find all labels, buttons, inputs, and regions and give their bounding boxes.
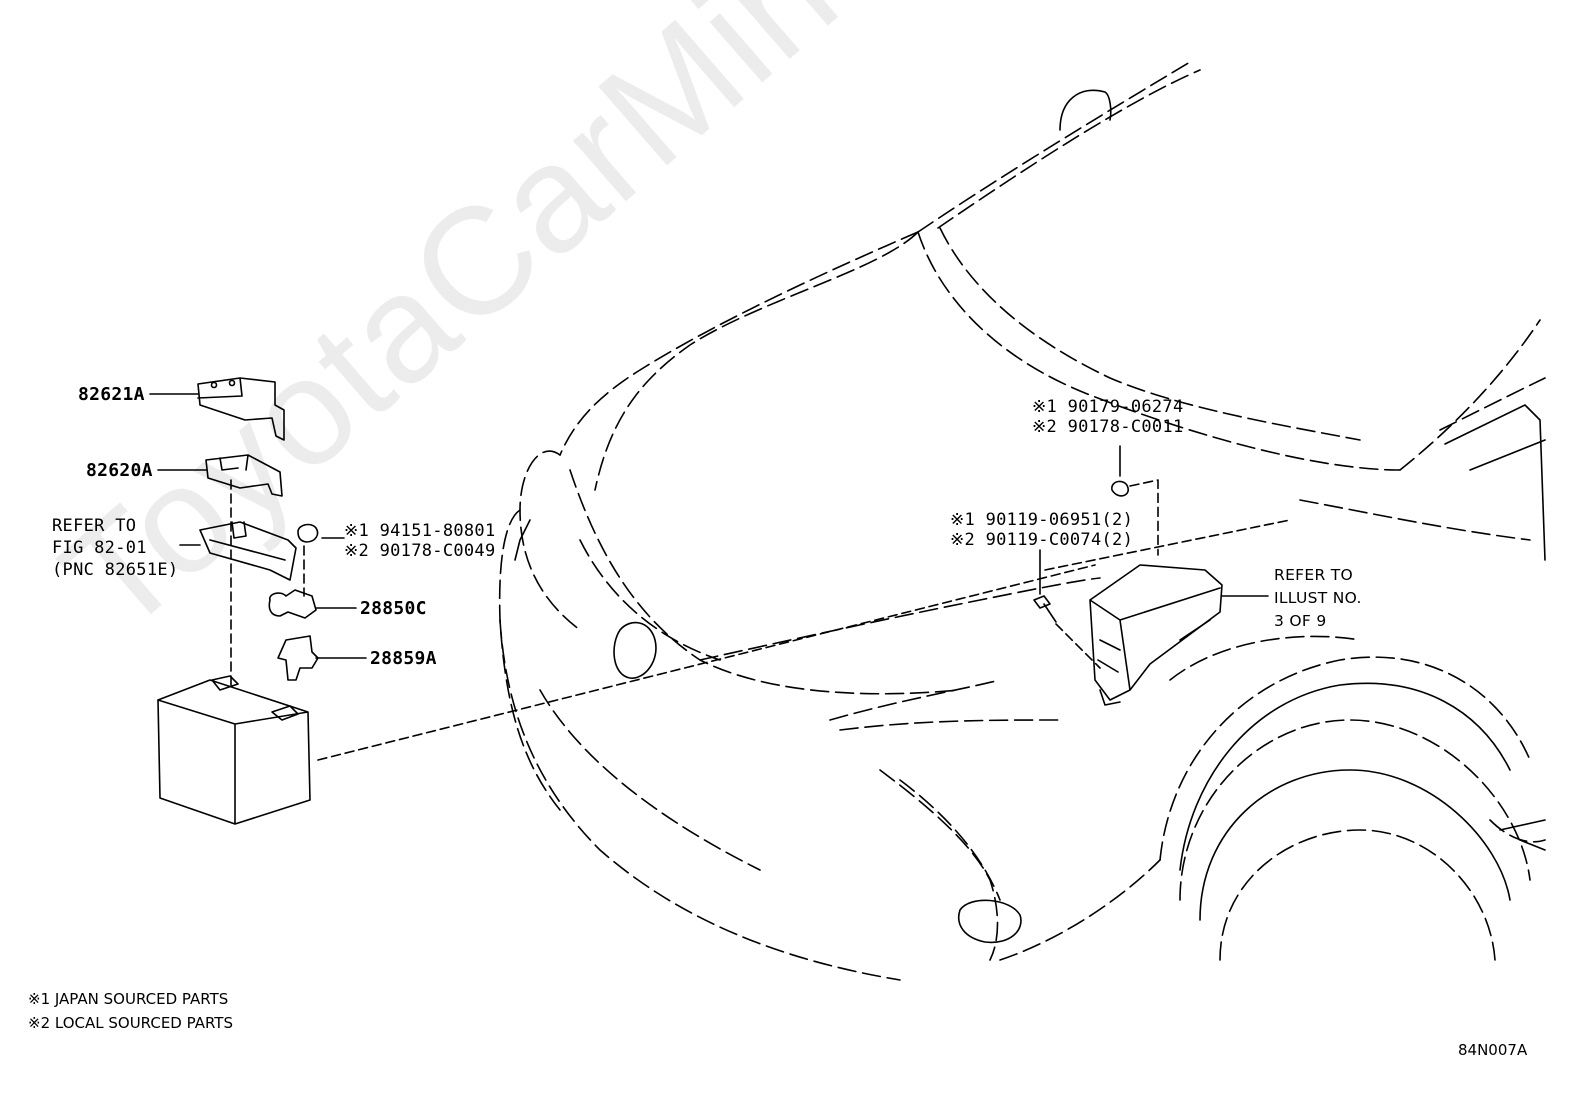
nut-top-part-2: ※2 90178-C0011 <box>1032 417 1184 437</box>
hood-left-edge <box>559 231 919 456</box>
cover-hole-2 <box>228 379 236 387</box>
lower-intake-2 <box>899 779 1001 901</box>
refer-illust-line-1: REFER TO <box>1274 566 1354 584</box>
grille-top <box>569 469 961 695</box>
fender-edge <box>1169 635 1361 681</box>
headlamp-top <box>699 577 1101 661</box>
engine-relay-block <box>1089 564 1223 701</box>
part-label-82620A: 82620A <box>86 460 153 481</box>
tire <box>1179 719 1531 901</box>
refer-illust-line-3: 3 OF 9 <box>1274 612 1327 630</box>
nut-94151 <box>297 523 319 543</box>
refer-fig-line-2: FIG 82-01 <box>52 538 147 558</box>
windshield-line <box>917 61 1191 233</box>
wheel-hub <box>1219 829 1496 961</box>
side-window-3 <box>1469 439 1546 471</box>
holder-rib <box>209 539 286 561</box>
tire-inner <box>1199 769 1511 921</box>
battery-cover-82621A <box>197 377 285 441</box>
hood-right-edge-2 <box>939 227 1361 441</box>
nut-top-dash <box>1129 479 1159 556</box>
side-window <box>1439 377 1546 431</box>
grille-top-2 <box>579 539 721 661</box>
windshield-line-2 <box>937 69 1201 229</box>
refer-fig-line-3: (PNC 82651E) <box>52 560 179 580</box>
battery-holder <box>199 521 297 581</box>
legend-japan-sourced: ※1 JAPAN SOURCED PARTS <box>28 990 229 1008</box>
nut-90179 <box>1111 480 1129 497</box>
bumper-mid <box>539 689 761 871</box>
side-rocker <box>1489 819 1546 843</box>
side-window-2 <box>1444 404 1546 561</box>
lower-intake <box>879 769 999 961</box>
cover-hole <box>210 381 218 389</box>
part-label-28850C: 28850C <box>360 598 427 619</box>
a-pillar <box>1399 319 1541 471</box>
relay-box-parts <box>1033 445 1269 706</box>
nut-left-part-2: ※2 90178-C0049 <box>344 541 496 561</box>
bolt-part-1: ※1 90119-06951(2) <box>950 510 1134 530</box>
battery-body <box>157 679 311 825</box>
wheel-arch-inner <box>1179 682 1511 871</box>
terminal-28859A <box>277 635 319 681</box>
battery-parts <box>149 377 367 825</box>
headlamp-low <box>839 719 1061 731</box>
battery-terminal-left <box>211 675 239 691</box>
hood-crease <box>594 231 919 491</box>
relay-tab <box>1099 689 1121 706</box>
refer-illust-line-2: ILLUST NO. <box>1274 589 1362 607</box>
mirror-outline <box>1059 89 1112 131</box>
relay-block-detail <box>1097 619 1211 673</box>
bolt-90119 <box>1033 595 1057 623</box>
left-bumper-cut <box>514 519 531 561</box>
car-outline <box>317 61 1546 981</box>
leader-upper <box>1044 519 1291 571</box>
terminal-28850C <box>268 589 317 619</box>
headlamp-bottom <box>829 679 1001 721</box>
nut-top-part-1: ※1 90179-06274 <box>1032 397 1184 417</box>
emblem <box>613 621 657 679</box>
battery-terminal-right <box>271 705 299 721</box>
legend-local-sourced: ※2 LOCAL SOURCED PARTS <box>28 1014 233 1032</box>
bumper-side <box>999 859 1161 961</box>
part-label-28859A: 28859A <box>370 648 437 669</box>
fender-top <box>1299 499 1531 541</box>
part-label-82621A: 82621A <box>78 384 145 405</box>
nut-left-part-1: ※1 94151-80801 <box>344 521 496 541</box>
refer-fig-line-1: REFER TO <box>52 516 137 536</box>
fog-lamp <box>958 899 1022 944</box>
front-nose <box>498 509 561 811</box>
fender-shape <box>1499 819 1546 851</box>
wheel-arch <box>1159 656 1531 861</box>
battery-leader <box>317 564 1096 761</box>
battery-clamp-82620A <box>205 454 283 497</box>
bolt-dash <box>1055 623 1101 669</box>
bolt-part-2: ※2 90119-C0074(2) <box>950 530 1134 550</box>
bumper-lower <box>499 619 901 981</box>
hood-right-edge <box>917 231 1401 471</box>
front-upper <box>519 450 581 631</box>
figure-code: 84N007A <box>1458 1041 1528 1059</box>
